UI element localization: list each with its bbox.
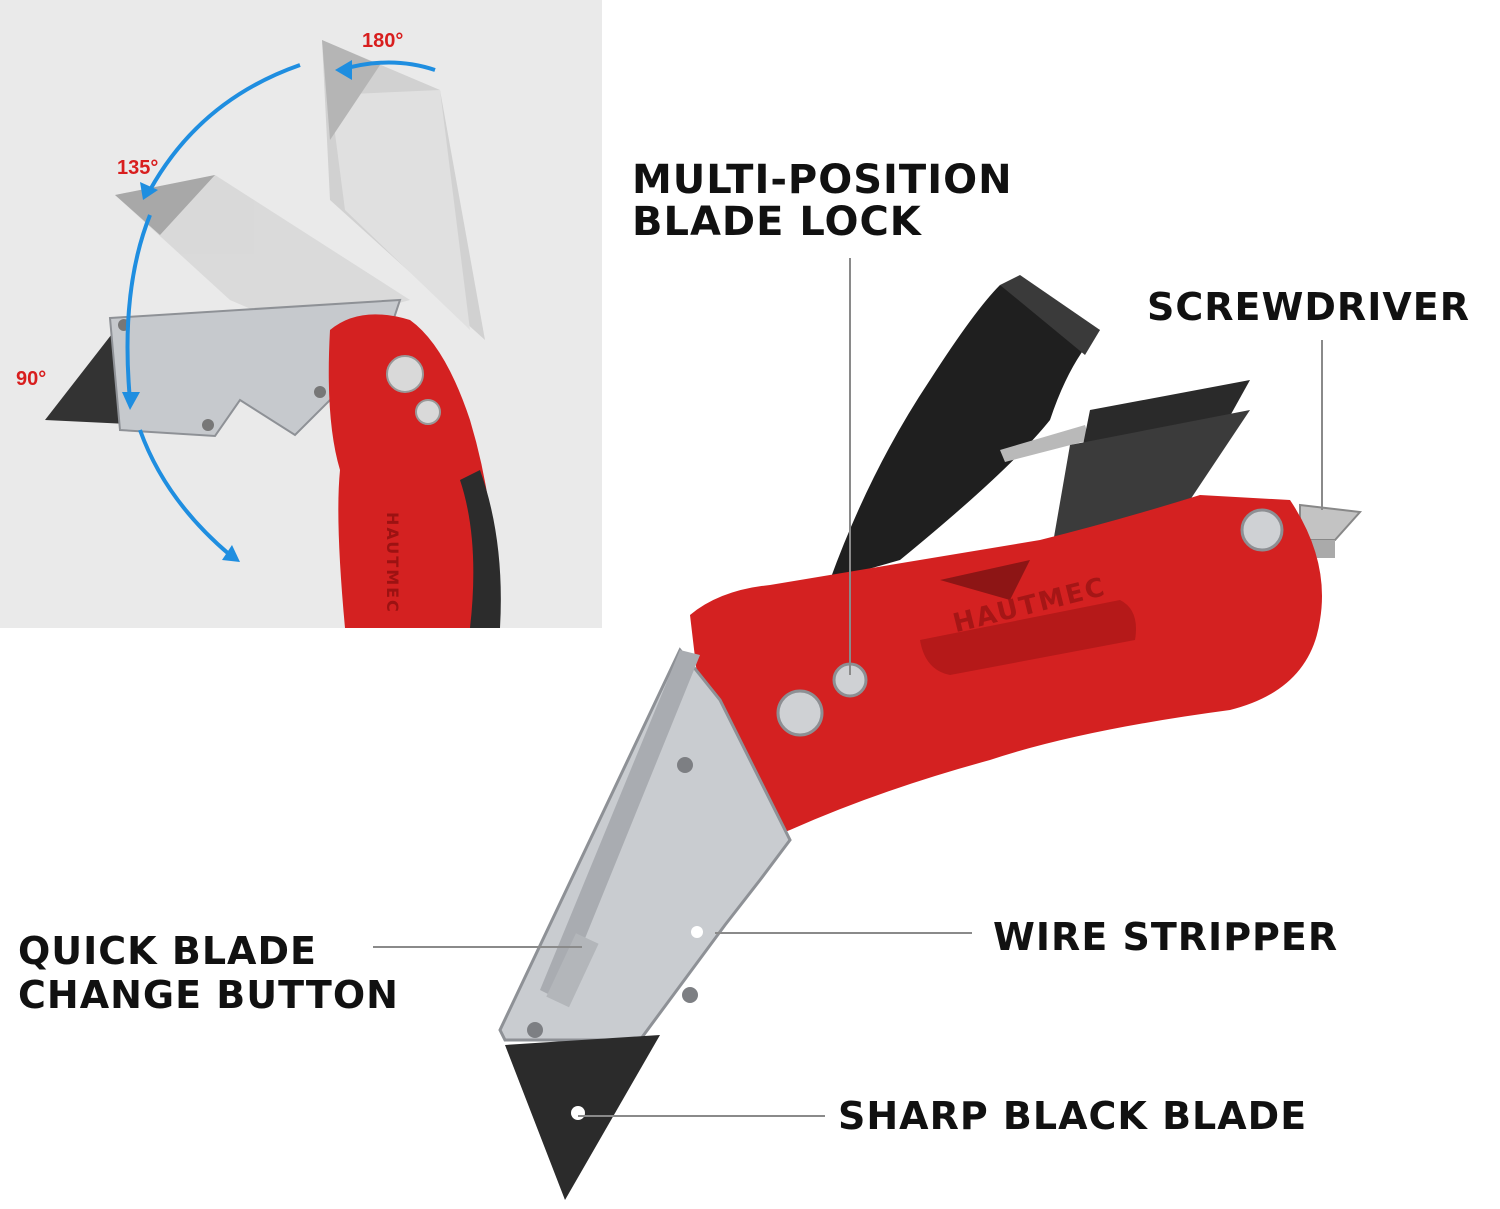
angle-illustration <box>45 40 501 628</box>
ghost-blade-180 <box>322 40 485 340</box>
main-handle <box>690 495 1322 840</box>
callout-screwdriver: SCREWDRIVER <box>1147 285 1470 329</box>
angle-label-90: 90° <box>16 368 47 390</box>
ghost-blade-135 <box>115 175 410 330</box>
angle-label-180: 180° <box>362 30 404 52</box>
inset-blade-assembly <box>45 298 402 438</box>
angle-label-135: 135° <box>117 157 159 179</box>
callout-wire-stripper: WIRE STRIPPER <box>993 915 1339 959</box>
callout-sharp-blade: SHARP BLACK BLADE <box>838 1094 1308 1138</box>
arc-arrowheads <box>122 60 352 562</box>
callout-blade-lock: MULTI-POSITION BLADE LOCK <box>632 160 1013 242</box>
angle-inset: 180° 135° 90° HAUTMEC <box>0 0 602 628</box>
callout-quick-change: QUICK BLADE CHANGE BUTTON <box>18 932 399 1014</box>
callout-quick-change-line2: CHANGE BUTTON <box>18 973 399 1017</box>
callout-blade-lock-line1: MULTI-POSITION <box>632 157 1013 203</box>
black-clip <box>830 275 1100 580</box>
callout-quick-change-line1: QUICK BLADE <box>18 929 317 973</box>
blade-carrier <box>498 647 792 1042</box>
sharp-black-blade <box>505 1035 660 1200</box>
spare-blades <box>1050 380 1250 560</box>
callout-blade-lock-line2: BLADE LOCK <box>632 199 922 245</box>
inset-handle <box>328 314 501 628</box>
callout-lines <box>373 258 1323 1117</box>
rotation-arcs <box>125 60 436 557</box>
